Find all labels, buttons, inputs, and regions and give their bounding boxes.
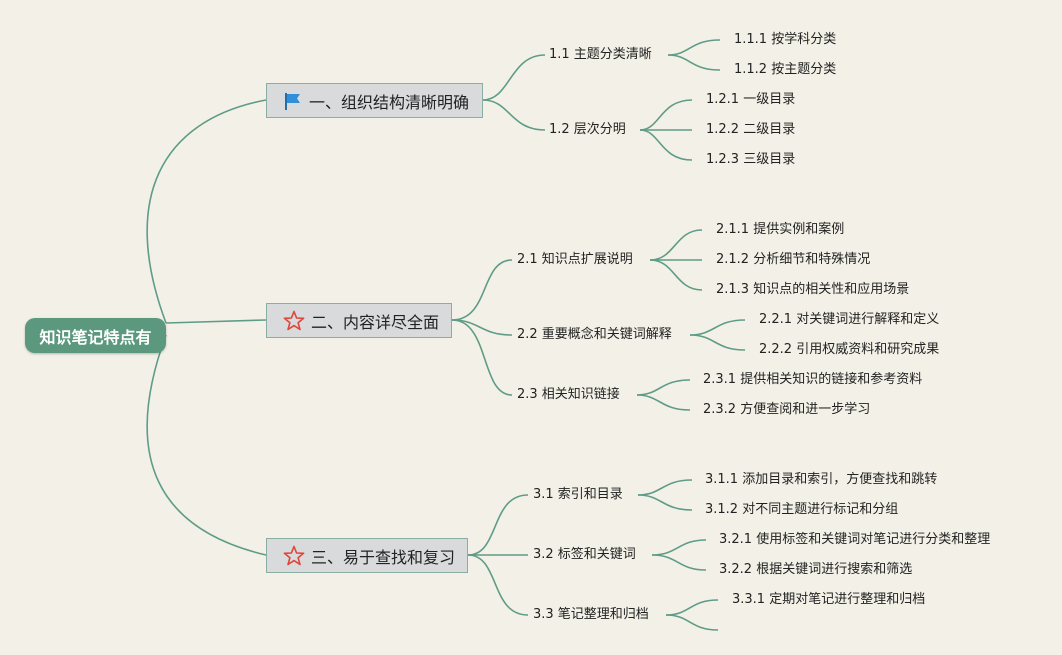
leaf-3-1-1[interactable]: 3.1.1 添加目录和索引，方便查找和跳转 — [705, 472, 938, 487]
root-topic[interactable]: 知识笔记特点有 — [25, 318, 166, 353]
branch-topic-3[interactable]: 三、易于查找和复习 — [266, 538, 468, 573]
leaf-1-2-3[interactable]: 1.2.3 三级目录 — [706, 152, 796, 167]
branch-topic-2[interactable]: 二、内容详尽全面 — [266, 303, 452, 338]
leaf-3-2-2[interactable]: 3.2.2 根据关键词进行搜索和筛选 — [719, 562, 913, 577]
subtopic-2-1[interactable]: 2.1 知识点扩展说明 — [517, 252, 633, 267]
subtopic-3-2[interactable]: 3.2 标签和关键词 — [533, 547, 636, 562]
leaf-1-1-2[interactable]: 1.1.2 按主题分类 — [734, 62, 837, 77]
star-icon — [283, 310, 305, 330]
branch-topic-3-label: 三、易于查找和复习 — [311, 547, 456, 567]
leaf-2-2-2[interactable]: 2.2.2 引用权威资料和研究成果 — [759, 342, 940, 357]
leaf-3-1-2[interactable]: 3.1.2 对不同主题进行标记和分组 — [705, 502, 899, 517]
star-icon — [283, 545, 305, 565]
branch-topic-2-label: 二、内容详尽全面 — [311, 312, 440, 332]
leaf-3-3-1[interactable]: 3.3.1 定期对笔记进行整理和归档 — [732, 592, 926, 607]
leaf-1-2-2[interactable]: 1.2.2 二级目录 — [706, 122, 796, 137]
subtopic-2-3[interactable]: 2.3 相关知识链接 — [517, 387, 620, 402]
leaf-2-2-1[interactable]: 2.2.1 对关键词进行解释和定义 — [759, 312, 940, 327]
subtopic-1-2[interactable]: 1.2 层次分明 — [549, 122, 626, 137]
branch-topic-1[interactable]: 一、组织结构清晰明确 — [266, 83, 483, 118]
subtopic-1-1[interactable]: 1.1 主题分类清晰 — [549, 47, 652, 62]
branch-topic-1-label: 一、组织结构清晰明确 — [309, 92, 470, 112]
leaf-2-3-1[interactable]: 2.3.1 提供相关知识的链接和参考资料 — [703, 372, 923, 387]
leaf-2-1-3[interactable]: 2.1.3 知识点的相关性和应用场景 — [716, 282, 910, 297]
leaf-3-2-1[interactable]: 3.2.1 使用标签和关键词对笔记进行分类和整理 — [719, 532, 991, 547]
subtopic-2-2[interactable]: 2.2 重要概念和关键词解释 — [517, 327, 672, 342]
leaf-1-2-1[interactable]: 1.2.1 一级目录 — [706, 92, 796, 107]
leaf-2-3-2[interactable]: 2.3.2 方便查阅和进一步学习 — [703, 402, 871, 417]
subtopic-3-3[interactable]: 3.3 笔记整理和归档 — [533, 607, 649, 622]
leaf-2-1-1[interactable]: 2.1.1 提供实例和案例 — [716, 222, 845, 237]
root-topic-label: 知识笔记特点有 — [39, 327, 152, 347]
flag-icon — [285, 92, 300, 110]
leaf-2-1-2[interactable]: 2.1.2 分析细节和特殊情况 — [716, 252, 871, 267]
leaf-1-1-1[interactable]: 1.1.1 按学科分类 — [734, 32, 837, 47]
subtopic-3-1[interactable]: 3.1 索引和目录 — [533, 487, 623, 502]
